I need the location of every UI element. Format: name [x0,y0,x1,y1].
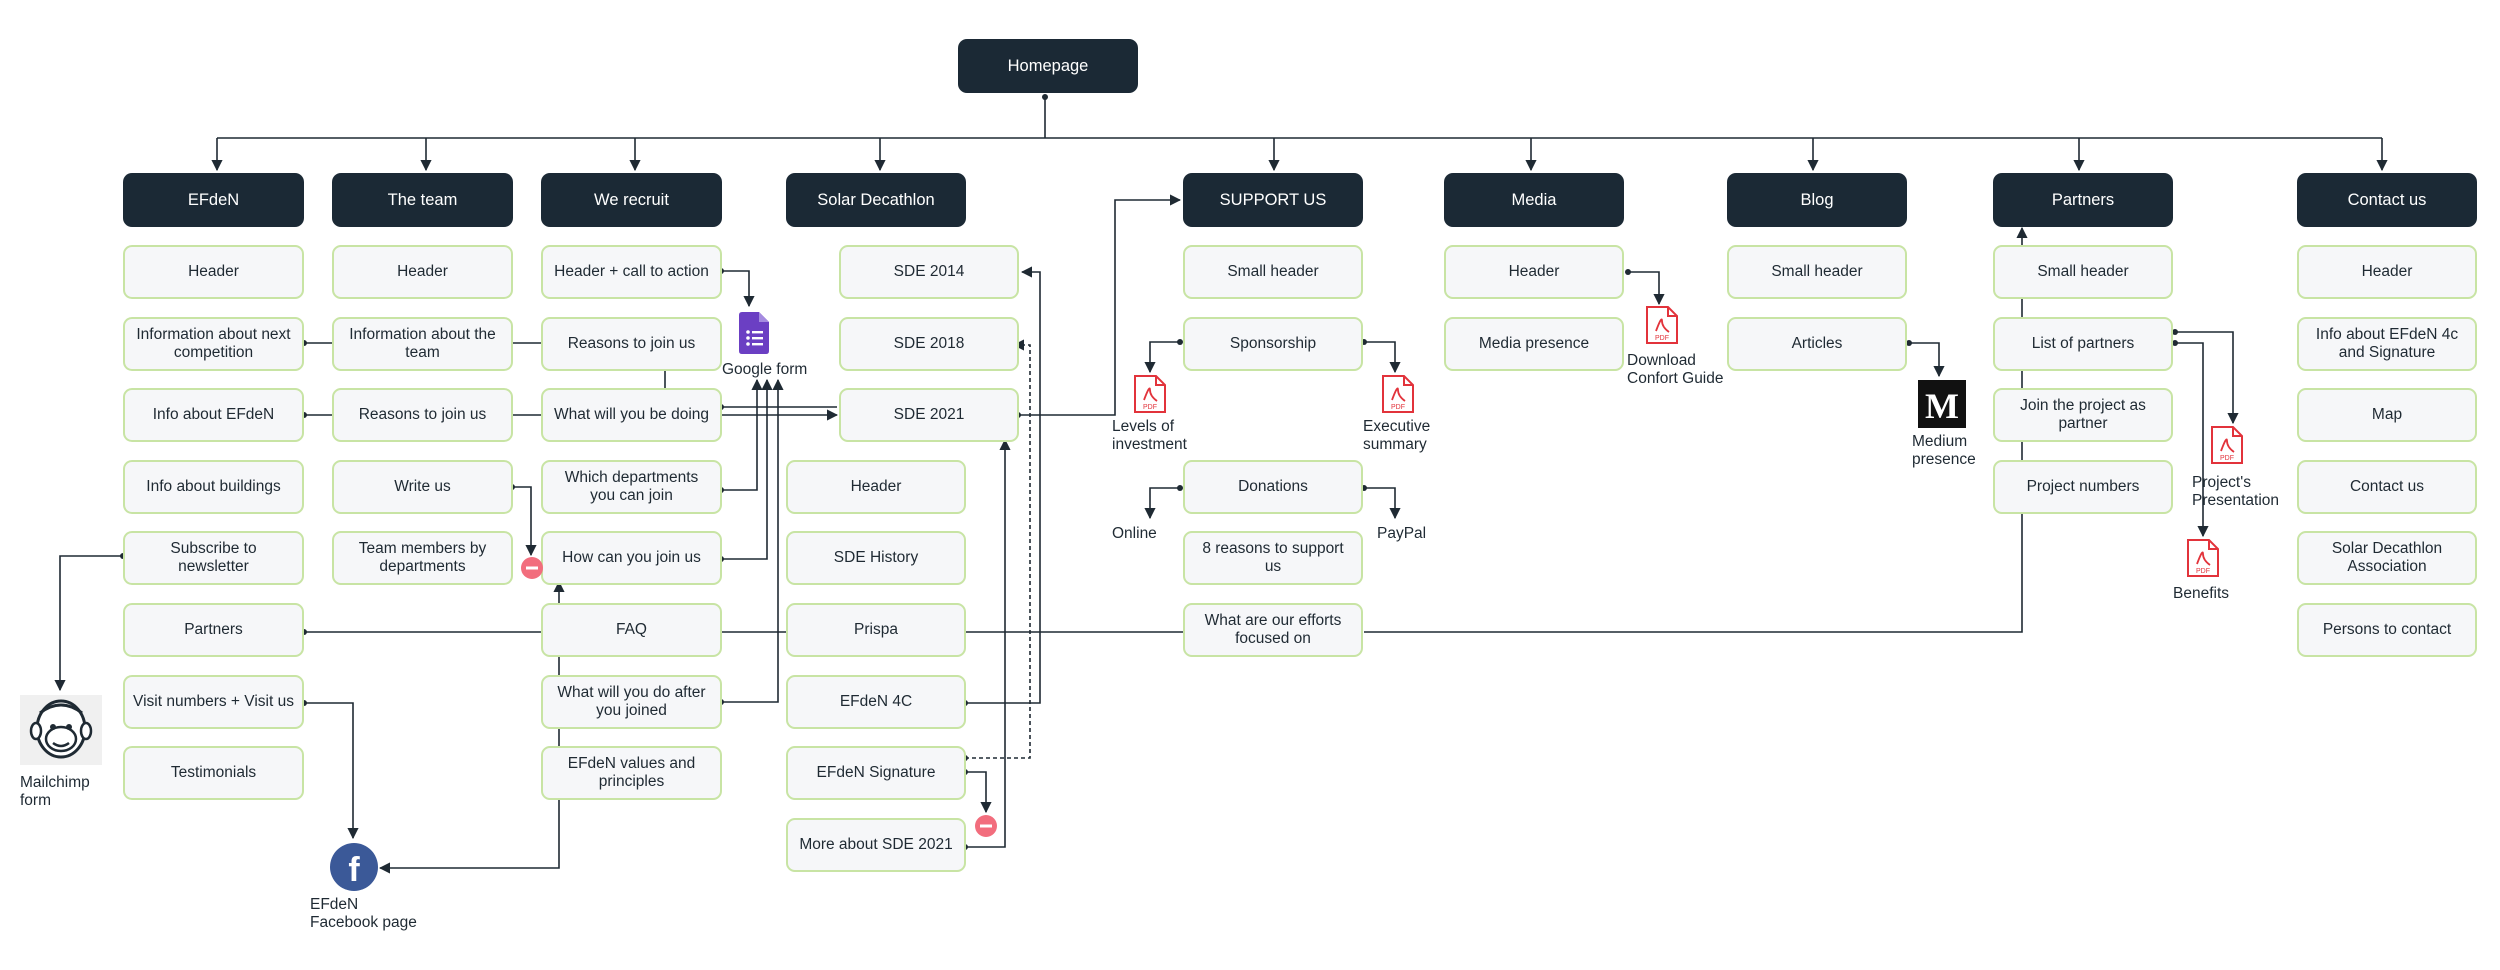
executive-summary-label: Executive summary [1363,418,1431,453]
pdf-icon: PDF [1382,375,1414,413]
pdf-label: PDF [1391,404,1405,411]
recruit-item-node: What will you do after you joined [541,675,722,729]
projects-presentation-label: Project's Presentation [2192,474,2280,509]
recruit-item-node: How can you join us [541,531,722,585]
contact-item-node: Header [2297,245,2477,299]
team-item-node: Information about the team [332,317,513,371]
contact-item-node: Info about EFdeN 4c and Signature [2297,317,2477,371]
efden-item-node: Partners [123,603,304,657]
support-item-node: Small header [1183,245,1363,299]
pdf-icon: PDF [1134,375,1166,413]
blog-item-node: Articles [1727,317,1907,371]
sd-item-node: Header [786,460,966,514]
blocked-icon [521,557,543,579]
facebook-letter: f [348,851,360,889]
benefits-label: Benefits [2173,585,2230,602]
efden-item-node: Testimonials [123,746,304,800]
paypal-label: PayPal [1377,525,1427,542]
pdf-label: PDF [1143,404,1157,411]
media-header-node: Media [1444,173,1624,227]
efden-item-node: Visit numbers + Visit us [123,675,304,729]
recruit-header-node: We recruit [541,173,722,227]
sde-item-node: SDE 2018 [839,317,1019,371]
facebook-page-label: EFdeN Facebook page [310,896,417,931]
contact-item-node: Map [2297,388,2477,442]
mailchimp-icon [20,695,102,765]
levels-of-investment-label: Levels of investment [1112,418,1187,453]
team-header-node: The team [332,173,513,227]
partners-item-node: Join the project as partner [1993,388,2173,442]
recruit-item-node: Reasons to join us [541,317,722,371]
team-item-node: Write us [332,460,513,514]
efden-item-node: Header [123,245,304,299]
contact-item-node: Solar Decathlon Association [2297,531,2477,585]
contact-header-node: Contact us [2297,173,2477,227]
sde-item-node: SDE 2014 [839,245,1019,299]
mailchimp-form-label: Mailchimp form [20,774,90,809]
medium-letter: M [1925,386,1959,426]
sd-item-node: EFdeN 4C [786,675,966,729]
blog-item-node: Small header [1727,245,1907,299]
support-item-node: What are our efforts focused on [1183,603,1363,657]
pdf-label: PDF [2220,455,2234,462]
support-item-node: Sponsorship [1183,317,1363,371]
online-label: Online [1112,525,1157,542]
efden-header-node: EFdeN [123,173,304,227]
facebook-icon: f [330,843,378,891]
blog-header-node: Blog [1727,173,1907,227]
media-item-node: Header [1444,245,1624,299]
sd-item-node: Prispa [786,603,966,657]
pdf-label: PDF [2196,568,2210,575]
recruit-item-node: FAQ [541,603,722,657]
sd-item-node: More about SDE 2021 [786,818,966,872]
homepage-node: Homepage [958,39,1138,93]
google-forms-icon [739,312,769,354]
blocked-icon [975,815,997,837]
pdf-label: PDF [1655,335,1669,342]
partners-item-node: List of partners [1993,317,2173,371]
team-item-node: Header [332,245,513,299]
contact-item-node: Persons to contact [2297,603,2477,657]
pdf-icon: PDF [2187,539,2219,577]
pdf-icon: PDF [2211,426,2243,464]
support-item-node: Donations [1183,460,1363,514]
efden-item-node: Info about EFdeN [123,388,304,442]
sde-item-node: SDE 2021 [839,388,1019,442]
contact-item-node: Contact us [2297,460,2477,514]
media-item-node: Media presence [1444,317,1624,371]
sd-item-node: EFdeN Signature [786,746,966,800]
recruit-item-node: Which departments you can join [541,460,722,514]
recruit-item-node: Header + call to action [541,245,722,299]
partners-item-node: Small header [1993,245,2173,299]
partners-item-node: Project numbers [1993,460,2173,514]
efden-item-node: Information about next competition [123,317,304,371]
medium-presence-label: Medium presence [1912,433,1976,468]
efden-item-node: Info about buildings [123,460,304,514]
sd-item-node: SDE History [786,531,966,585]
support-item-node: 8 reasons to support us [1183,531,1363,585]
support-us-header-node: SUPPORT US [1183,173,1363,227]
recruit-item-node: What will you be doing [541,388,722,442]
download-confort-guide-label: Download Confort Guide [1627,352,1724,387]
pdf-icon: PDF [1646,306,1678,344]
google-form-label: Google form [722,361,808,378]
team-item-node: Team members by departments [332,531,513,585]
solar-decathlon-header-node: Solar Decathlon [786,173,966,227]
medium-icon: M [1918,380,1966,428]
efden-item-node: Subscribe to newsletter [123,531,304,585]
recruit-item-node: EFdeN values and principles [541,746,722,800]
partners-header-node: Partners [1993,173,2173,227]
team-item-node: Reasons to join us [332,388,513,442]
